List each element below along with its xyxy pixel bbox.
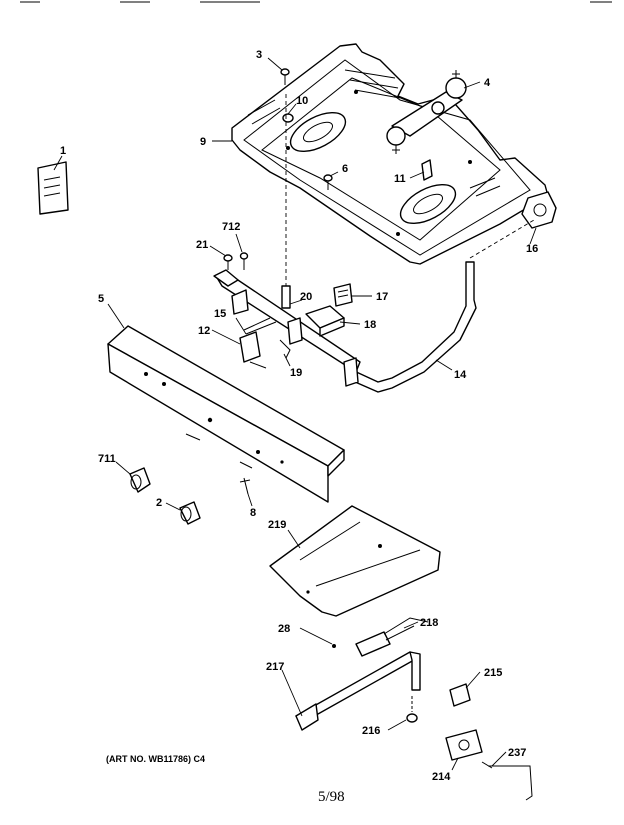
page-date: 5/98 (318, 789, 345, 805)
label-18: 18 (364, 319, 376, 331)
tube-217 (295, 651, 421, 731)
bracket-215 (449, 683, 471, 707)
art-number: (ART NO. WB11786) C4 (106, 754, 205, 764)
label-2: 2 (156, 497, 162, 509)
label-11: 11 (394, 173, 406, 185)
clip-19 (279, 339, 291, 359)
label-20: 20 (300, 291, 312, 303)
wire-237 (481, 761, 533, 801)
label-237: 237 (508, 747, 526, 759)
label-216: 216 (362, 725, 380, 737)
label-214: 214 (432, 771, 451, 783)
knob-711 (129, 467, 151, 493)
label-712: 712 (222, 221, 240, 233)
label-217: 217 (266, 661, 284, 673)
fastener-10 (282, 113, 294, 123)
bracket-18 (305, 305, 345, 337)
fastener-6 (323, 174, 333, 190)
label-1: 1 (60, 145, 66, 157)
label-6: 6 (342, 163, 348, 175)
label-711: 711 (98, 453, 116, 465)
label-3: 3 (256, 49, 262, 61)
label-10: 10 (296, 95, 308, 107)
label-21: 21 (196, 239, 208, 251)
manifold-panel-5 (107, 325, 345, 503)
label-8: 8 (250, 507, 256, 519)
leader-lines (53, 57, 537, 771)
label-28: 28 (278, 623, 290, 635)
literature-booklet-1 (37, 161, 69, 215)
ignitor-218 (355, 617, 429, 657)
label-17: 17 (376, 291, 388, 303)
label-12: 12 (198, 325, 210, 337)
label-19: 19 (290, 367, 302, 379)
manifold-bracket (213, 269, 361, 387)
valve-214 (445, 729, 483, 761)
knob-2 (179, 501, 201, 525)
burner-box-pan (231, 43, 549, 265)
label-14: 14 (454, 369, 467, 381)
screw-8 (239, 477, 251, 495)
label-4: 4 (484, 77, 491, 89)
callout-labels: 1 3 4 10 9 6 11 16 712 21 20 17 18 5 15 … (60, 49, 538, 783)
label-15: 15 (214, 308, 226, 320)
screw-21 (223, 254, 233, 270)
label-5: 5 (98, 293, 104, 305)
manifold-tube-14 (345, 261, 477, 393)
valve-assembly-4 (386, 70, 467, 154)
igniter-12-15 (239, 317, 277, 369)
label-215: 215 (484, 667, 502, 679)
label-219: 219 (268, 519, 286, 531)
screw-3 (280, 68, 290, 85)
fastener-28 (332, 644, 336, 648)
label-218: 218 (420, 617, 438, 629)
orifice-216 (406, 696, 418, 723)
label-9: 9 (200, 136, 206, 148)
spark-electrode-17 (333, 283, 353, 307)
valve-16 (521, 191, 557, 229)
heat-shield-219 (269, 505, 441, 617)
bracket-11 (421, 159, 433, 181)
orifice-20 (281, 285, 291, 309)
screw-712 (239, 252, 249, 270)
label-16: 16 (526, 243, 538, 255)
